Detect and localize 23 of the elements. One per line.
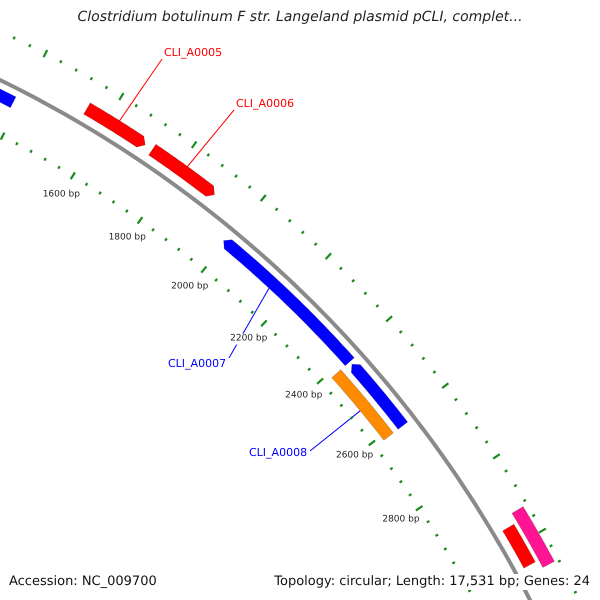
gene-arrow	[83, 102, 146, 148]
tick-label: 2200 bp	[230, 334, 268, 345]
gene-arrow	[331, 369, 394, 441]
leader-line	[310, 410, 361, 452]
title: Clostridium botulinum F str. Langeland plasmid pCLI, complet...	[76, 9, 524, 26]
footer-text: Topology: circular; Length: 17,531 bp; Genes: 24	[274, 574, 590, 590]
leader-line	[187, 110, 234, 167]
tick-label: 2400 bp	[285, 390, 322, 402]
tick-label: 1600 bp	[42, 189, 80, 200]
tick-label: 1800 bp	[108, 232, 146, 244]
leader-line	[119, 58, 162, 122]
tick-label: 2000 bp	[171, 281, 208, 292]
gene-label: CLI_A0005	[164, 46, 222, 60]
gene-label: CLI_A0007	[168, 357, 226, 370]
tick-label: 2800 bp	[382, 515, 420, 526]
gene-arrow	[512, 506, 555, 568]
gene-arrow	[148, 144, 215, 197]
tick-label: 2600 bp	[336, 451, 374, 462]
gene-arrow	[502, 524, 536, 568]
gene-label: CLI_A0008	[249, 446, 308, 460]
gene-label: CLI_A0006	[236, 97, 294, 110]
gene-arrow	[351, 364, 408, 430]
footer-text: Accession: NC_009700	[9, 574, 157, 590]
